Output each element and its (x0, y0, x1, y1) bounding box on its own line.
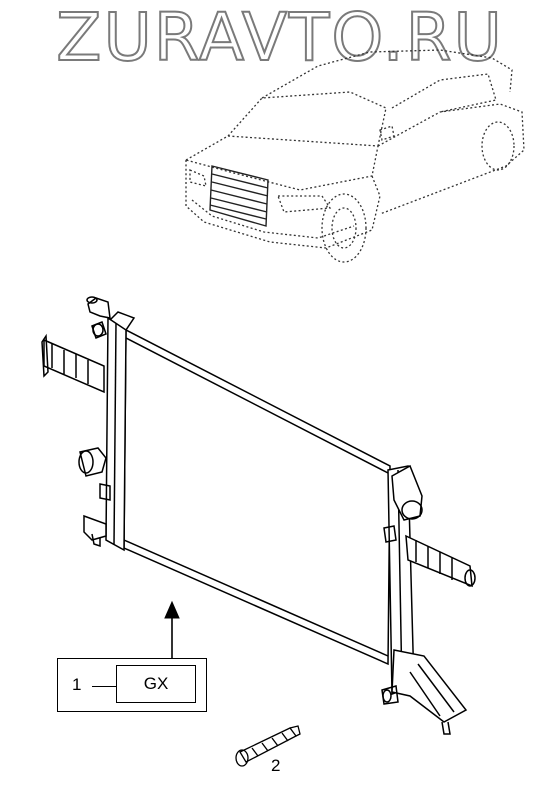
car-roof (261, 49, 513, 99)
car-front (185, 160, 381, 249)
car-headlight-left (189, 169, 207, 187)
car-rear-wheel (481, 121, 515, 171)
radiator-left-bracket (43, 338, 105, 394)
radiator-right-support (391, 649, 468, 723)
car-hood (184, 135, 379, 191)
radiator-inlet-top (87, 297, 111, 319)
part-1-code-box: GX (116, 665, 196, 703)
radiator-left-foot (83, 514, 107, 541)
radiator-core (123, 328, 391, 666)
bolt-clip (235, 725, 301, 767)
part-1-leader-line (92, 686, 116, 687)
pointer-arrow (164, 600, 180, 658)
radiator (41, 296, 476, 735)
car-bumper (191, 199, 355, 239)
radiator-left-tank (105, 316, 127, 552)
part-1-reference-number: 1 (72, 675, 82, 694)
car-side (377, 103, 525, 215)
car-headlight-right (277, 195, 332, 213)
car-front-wheel-hub (331, 207, 357, 249)
car-mirror (379, 125, 395, 141)
car-illustration (184, 49, 525, 263)
car-side-window (391, 73, 497, 113)
watermark-text: ZURAVTO.RU (55, 0, 504, 76)
part-2-reference-number: 2 (271, 756, 281, 775)
car-front-wheel (321, 193, 367, 263)
part-1-code-label: GX (143, 674, 169, 693)
car-grille (209, 165, 269, 227)
part-1-callout-box: 1 GX (57, 658, 207, 712)
